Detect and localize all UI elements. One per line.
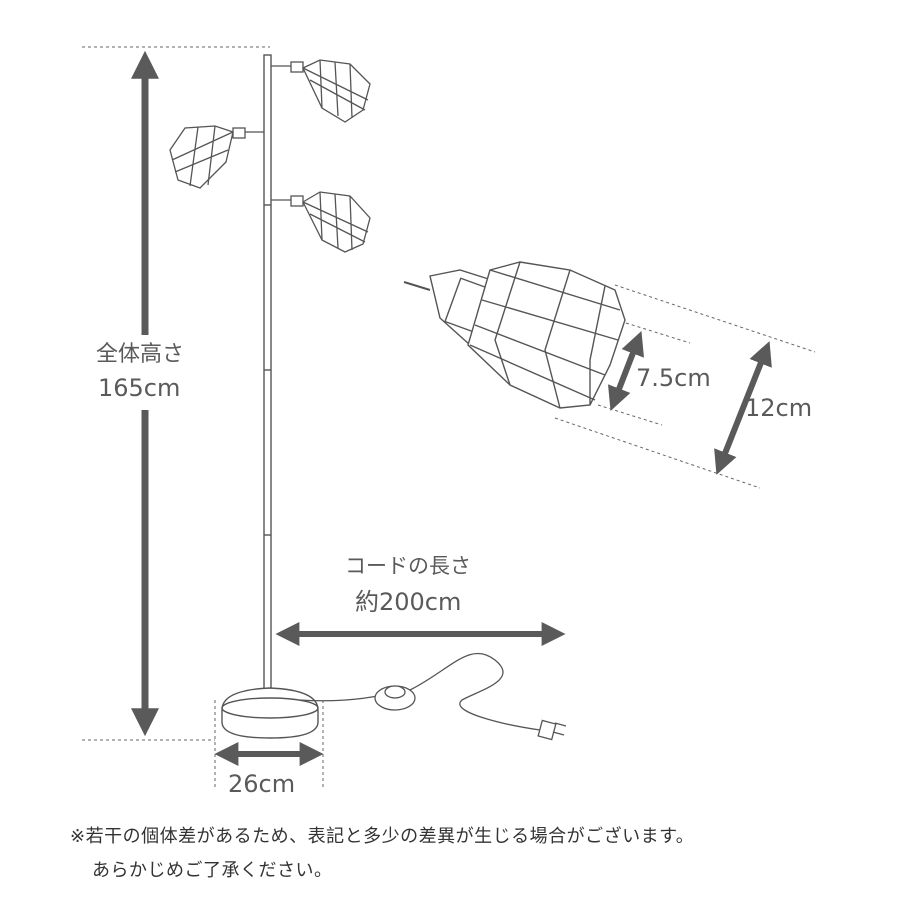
cord-value: 約200cm — [355, 588, 462, 616]
lamp-shade-lower — [271, 191, 371, 253]
power-plug — [537, 719, 567, 741]
shade-detail — [403, 261, 626, 409]
shade-depth-guides — [597, 322, 691, 426]
lamp-pole — [263, 54, 272, 701]
height-value: 165cm — [98, 374, 181, 402]
power-cord — [299, 652, 541, 731]
shade-length-guides — [554, 284, 816, 489]
lamp-base — [221, 687, 319, 739]
lamp-shade-upper — [271, 59, 371, 123]
base-width-value: 26cm — [228, 770, 296, 798]
lamp-shade-middle — [169, 125, 264, 189]
shade-depth-value: 7.5cm — [636, 364, 711, 392]
foot-switch — [374, 685, 416, 711]
shade-length-arrow — [714, 341, 772, 475]
shade-depth-arrow — [608, 331, 644, 411]
disclaimer-line-1: ※若干の個体差があるため、表記と多少の差異が生じる場合がございます。 — [70, 826, 695, 847]
height-label: 全体高さ — [96, 342, 185, 367]
cord-label: コードの長さ — [345, 554, 471, 578]
disclaimer-line-2: あらかじめご了承ください。 — [92, 860, 333, 881]
shade-length-value: 12cm — [745, 394, 813, 422]
